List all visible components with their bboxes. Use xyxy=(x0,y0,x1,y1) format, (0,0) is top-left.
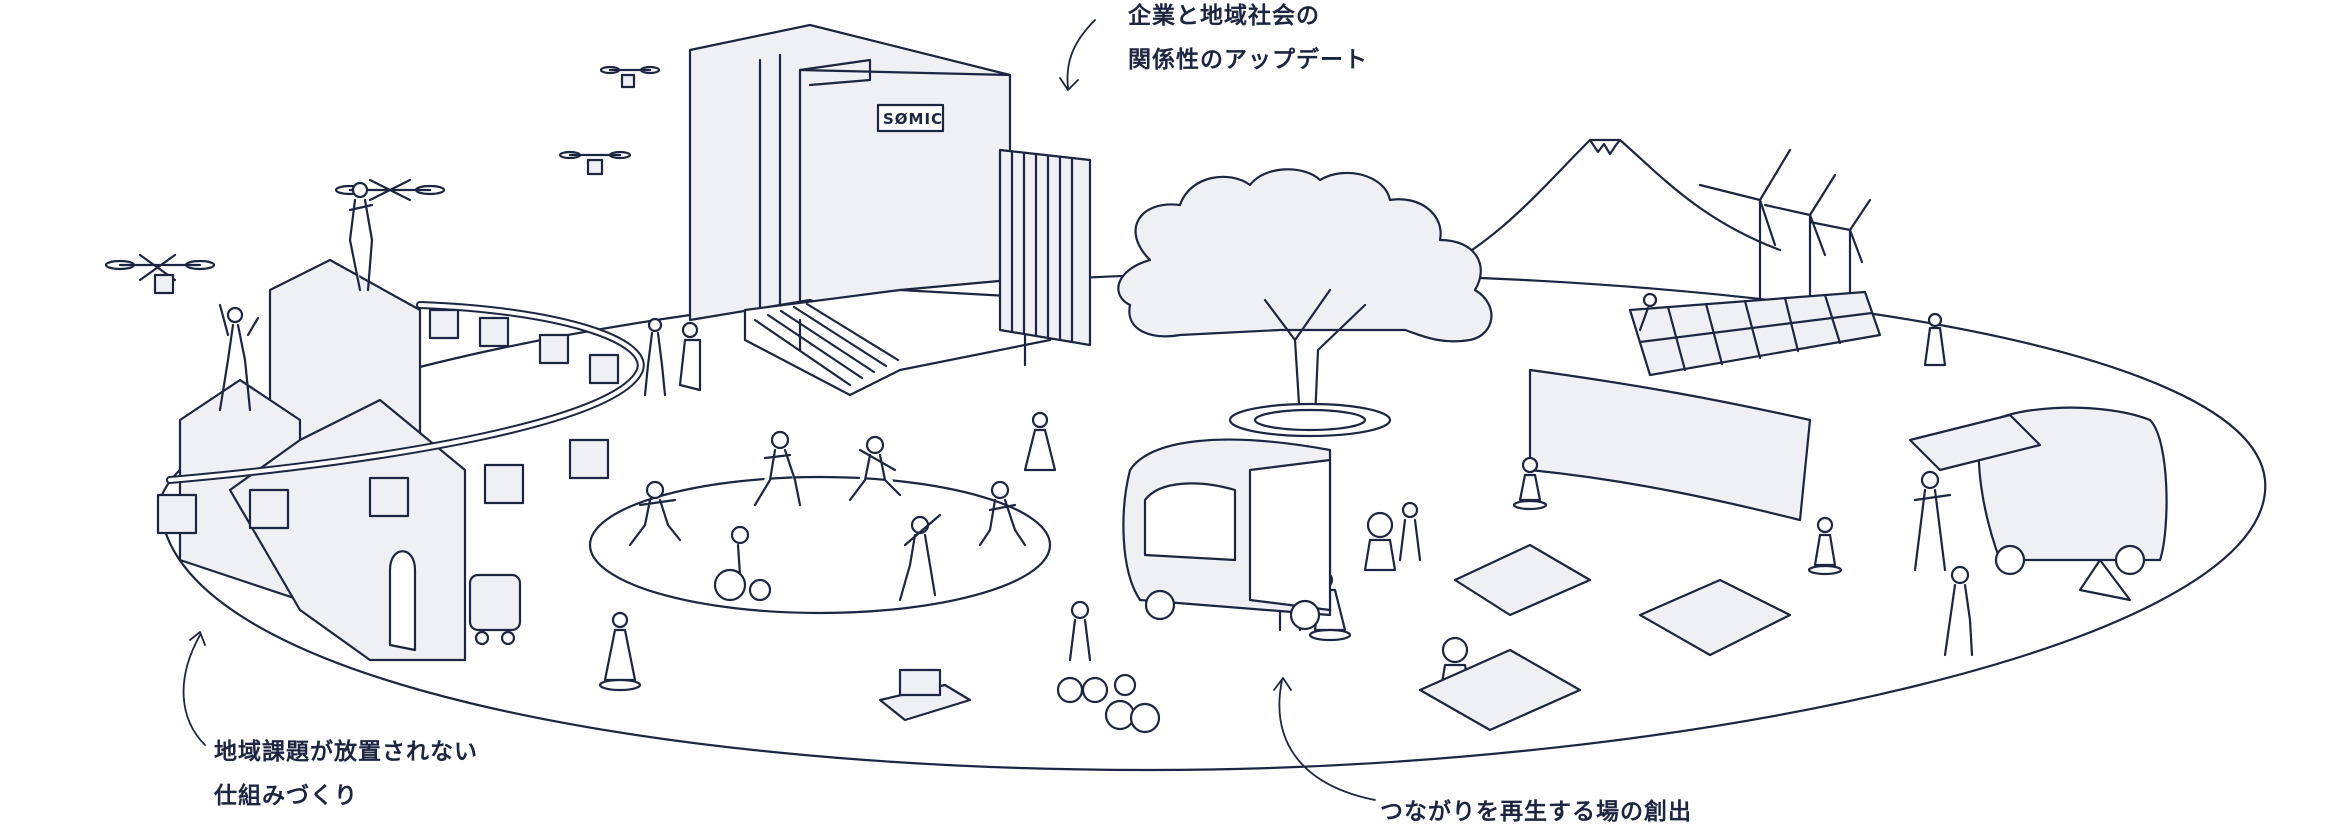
caption-line: 地域課題が放置されない xyxy=(214,739,478,765)
monorail xyxy=(156,301,645,535)
annotation-arrows xyxy=(182,19,1376,801)
sports-field xyxy=(588,475,1052,615)
people xyxy=(218,181,1974,734)
caption-line: 企業と地域社会の xyxy=(1128,3,1320,29)
outdoor-screen xyxy=(1528,368,1812,522)
picnic-blankets xyxy=(1418,543,1792,732)
caption-connections: つながりを再生する場の創出 xyxy=(1380,790,1692,834)
right-vehicle xyxy=(1908,406,2168,602)
main-building xyxy=(688,23,1092,397)
solar-panels xyxy=(1628,290,1882,377)
logo-plate xyxy=(876,103,945,133)
tree xyxy=(1117,168,1493,438)
left-houses xyxy=(178,258,467,662)
wind-turbines xyxy=(1698,148,1872,307)
delivery-robot xyxy=(468,573,522,646)
caption-company-community: 企業と地域社会の 関係性のアップデート xyxy=(1128,0,1368,82)
caption-regional-issues: 地域課題が放置されない 仕組みづくり xyxy=(214,730,478,818)
caption-line: つながりを再生する場の創出 xyxy=(1380,799,1692,825)
building-logo: SØMIC xyxy=(883,110,943,128)
caption-line: 仕組みづくり xyxy=(214,783,358,809)
drones xyxy=(104,65,661,295)
cargo-cart xyxy=(878,668,972,722)
center-vehicle xyxy=(1122,438,1332,631)
mountain xyxy=(1428,138,1782,277)
caption-line: 関係性のアップデート xyxy=(1128,47,1368,73)
